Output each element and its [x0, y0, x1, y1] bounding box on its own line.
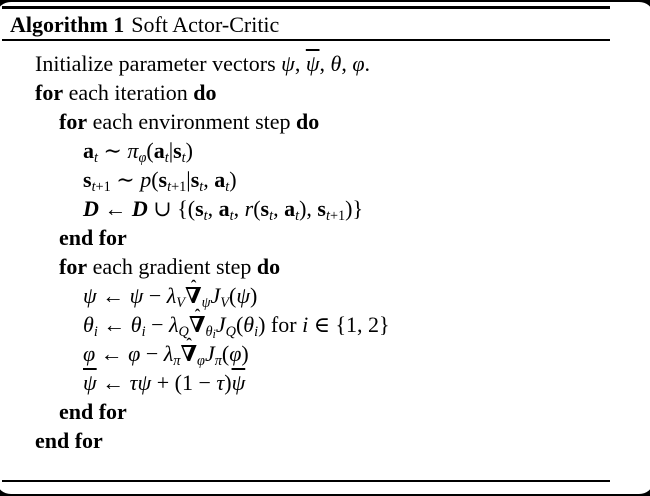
algorithm-name: Soft Actor-Critic: [131, 12, 280, 37]
algorithm-line: for each iteration do: [35, 80, 217, 105]
algorithm-line: D ← D ∪ {(st, at, r(st, at), st+1)}: [83, 196, 364, 224]
top-rule: [2, 6, 610, 9]
algorithm-line: φ ← φ − λπ∇φJπ(φ): [0, 339, 647, 368]
bottom-rule: [2, 480, 610, 482]
algorithm-line: at ∼ πφ(at|st): [83, 138, 193, 166]
algorithm-line: ψ ← ψ − λV∇ψJV(ψ): [0, 281, 647, 310]
algorithm-line: θi ← θi − λQ∇θiJQ(θi) for i ∈ {1, 2}: [0, 310, 647, 340]
algorithm-number-label: Algorithm 1: [10, 12, 125, 37]
algorithm-line: ψ ← τψ + (1 − τ)ψ: [83, 370, 246, 395]
algorithm-line: st+1 ∼ p(st+1|st, at): [83, 167, 237, 195]
algorithm-line: for each environment step do: [59, 109, 320, 134]
title-separator-rule: [2, 39, 610, 41]
algorithm-line: end for: [59, 399, 127, 424]
algorithm-line: for each gradient step do: [59, 254, 281, 279]
algorithm-line: end for: [35, 428, 103, 453]
algorithm-line: Initialize parameter vectors ψ, ψ, θ, φ.: [35, 51, 370, 76]
algorithm-line: end for: [59, 225, 127, 250]
algorithm-body: Initialize parameter vectors ψ, ψ, θ, φ.…: [0, 49, 647, 455]
